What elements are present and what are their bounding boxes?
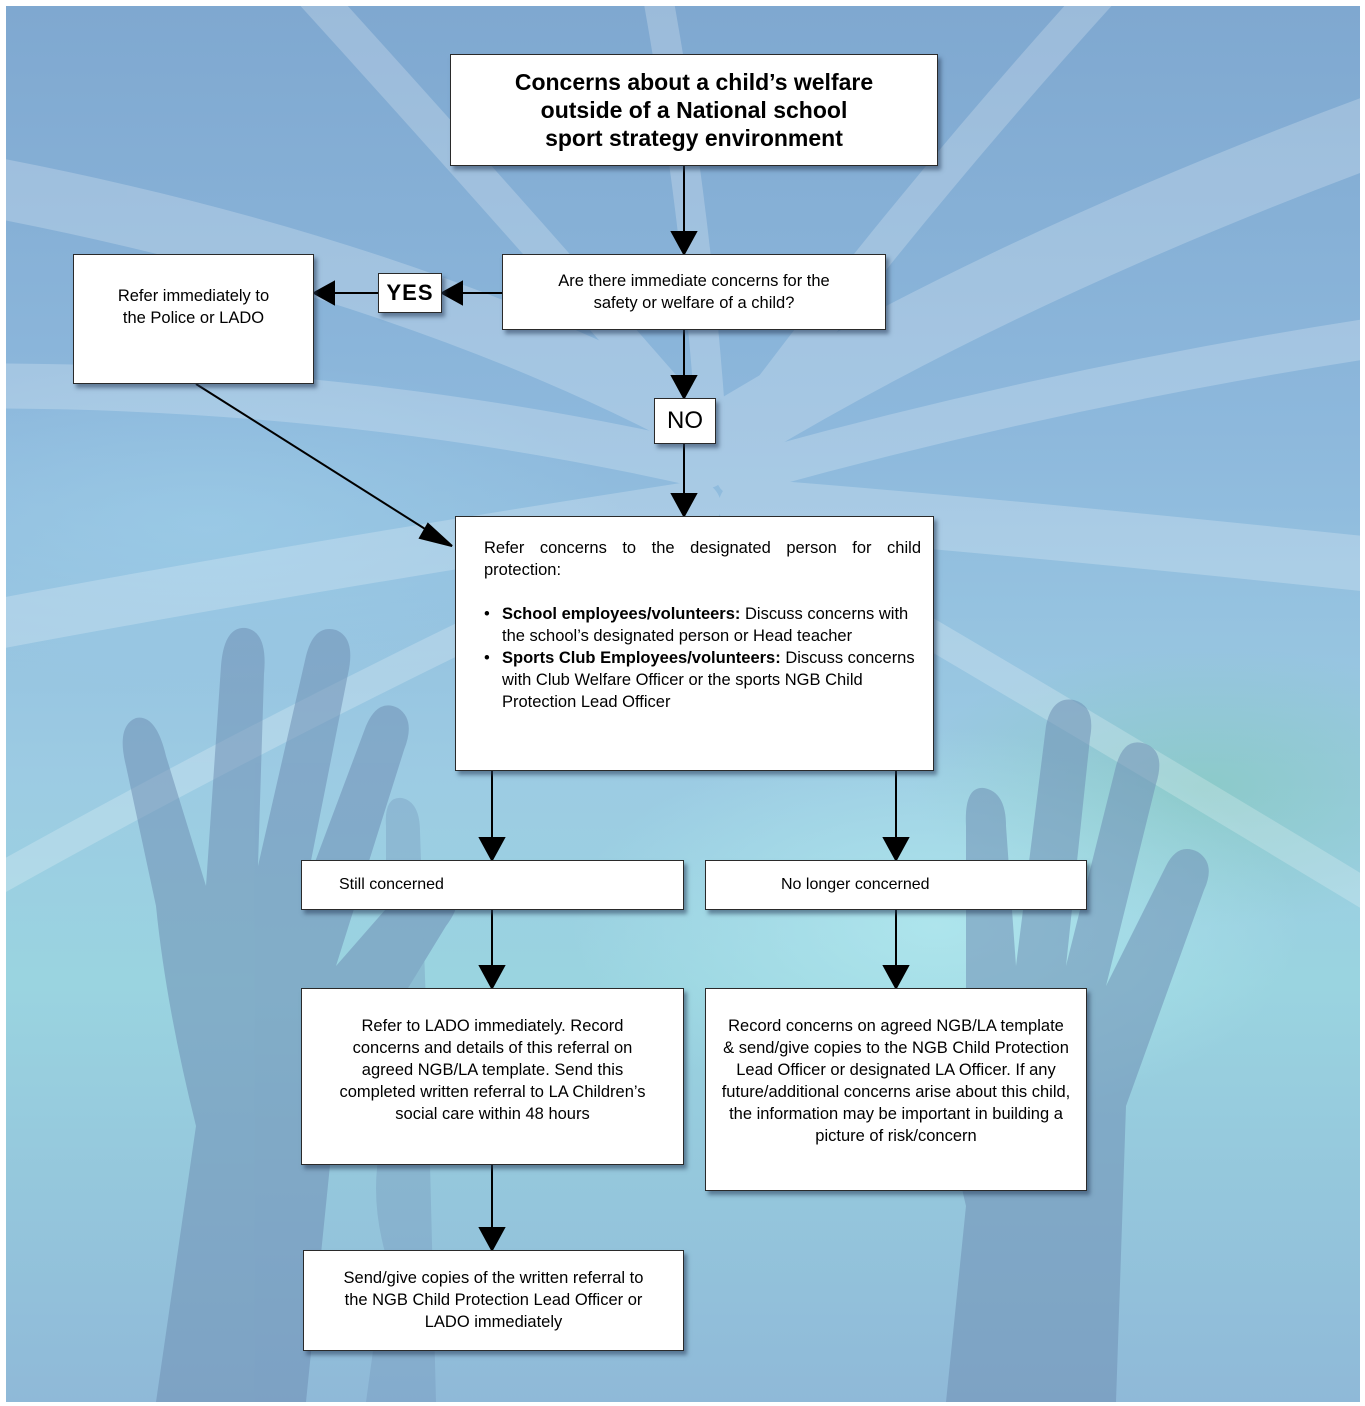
refer-lado-text: Refer to LADO immediately. Record concer…	[339, 1017, 646, 1123]
arrow-no-to-designated-head	[670, 493, 698, 519]
no-longer-concerned-text: No longer concerned	[781, 876, 930, 893]
no-label: NO	[667, 407, 703, 434]
yes-label: YES	[386, 280, 434, 305]
list-item-school: • School employees/volunteers: Discuss c…	[484, 603, 921, 647]
arrow-police-to-designated-head	[418, 522, 453, 547]
school-detail-text: Discuss concerns with the school’s desig…	[502, 605, 909, 645]
no-label-box: NO	[654, 398, 716, 444]
arrow-question-to-yes-head	[439, 280, 463, 306]
bullet-icon: •	[484, 605, 490, 623]
arrow-lado-to-send-head	[478, 1227, 506, 1253]
arrow-title-to-question-head	[670, 231, 698, 257]
refer-police-text: Refer immediately to the Police or LADO	[117, 287, 270, 327]
record-concerns-text: Record concerns on agreed NGB/LA templat…	[721, 1017, 1071, 1145]
send-copies-box: Send/give copies of the written referral…	[303, 1250, 684, 1351]
refer-police-box: Refer immediately to the Police or LADO	[73, 254, 314, 384]
arrow-yes-to-police-head	[311, 280, 335, 306]
arrow-designated-to-still-head	[478, 837, 506, 863]
bullet-icon: •	[484, 649, 490, 667]
title-box: Concerns about a child’s welfare outside…	[450, 54, 938, 166]
arrow-nolonger-to-record-head	[882, 965, 910, 991]
sports-club-lead-text: Sports Club Employees/volunteers:	[502, 649, 781, 667]
no-longer-concerned-box: No longer concerned	[705, 860, 1087, 910]
question-text: Are there immediate concerns for the saf…	[558, 272, 830, 312]
arrow-still-to-lado-head	[478, 965, 506, 991]
title-text: Concerns about a child’s welfare outside…	[514, 69, 874, 151]
sports-club-detail-text: Discuss concerns with Club Welfare Offic…	[502, 649, 915, 711]
arrow-question-to-no-head	[670, 375, 698, 401]
question-box: Are there immediate concerns for the saf…	[502, 254, 886, 330]
refer-lado-box: Refer to LADO immediately. Record concer…	[301, 988, 684, 1165]
designated-person-intro: Refer concerns to the designated person …	[484, 539, 921, 579]
arrow-police-to-designated	[195, 383, 453, 547]
school-lead-text: School employees/volunteers:	[502, 605, 741, 623]
arrow-designated-to-nolonger-head	[882, 837, 910, 863]
still-concerned-box: Still concerned	[301, 860, 684, 910]
send-copies-text: Send/give copies of the written referral…	[343, 1269, 644, 1331]
still-concerned-text: Still concerned	[339, 876, 444, 893]
record-concerns-box: Record concerns on agreed NGB/LA templat…	[705, 988, 1087, 1191]
designated-person-list: • School employees/volunteers: Discuss c…	[484, 603, 921, 713]
designated-person-box: Refer concerns to the designated person …	[455, 516, 934, 771]
yes-label-box: YES	[378, 273, 442, 313]
list-item-sports-club: • Sports Club Employees/volunteers: Disc…	[484, 647, 921, 713]
